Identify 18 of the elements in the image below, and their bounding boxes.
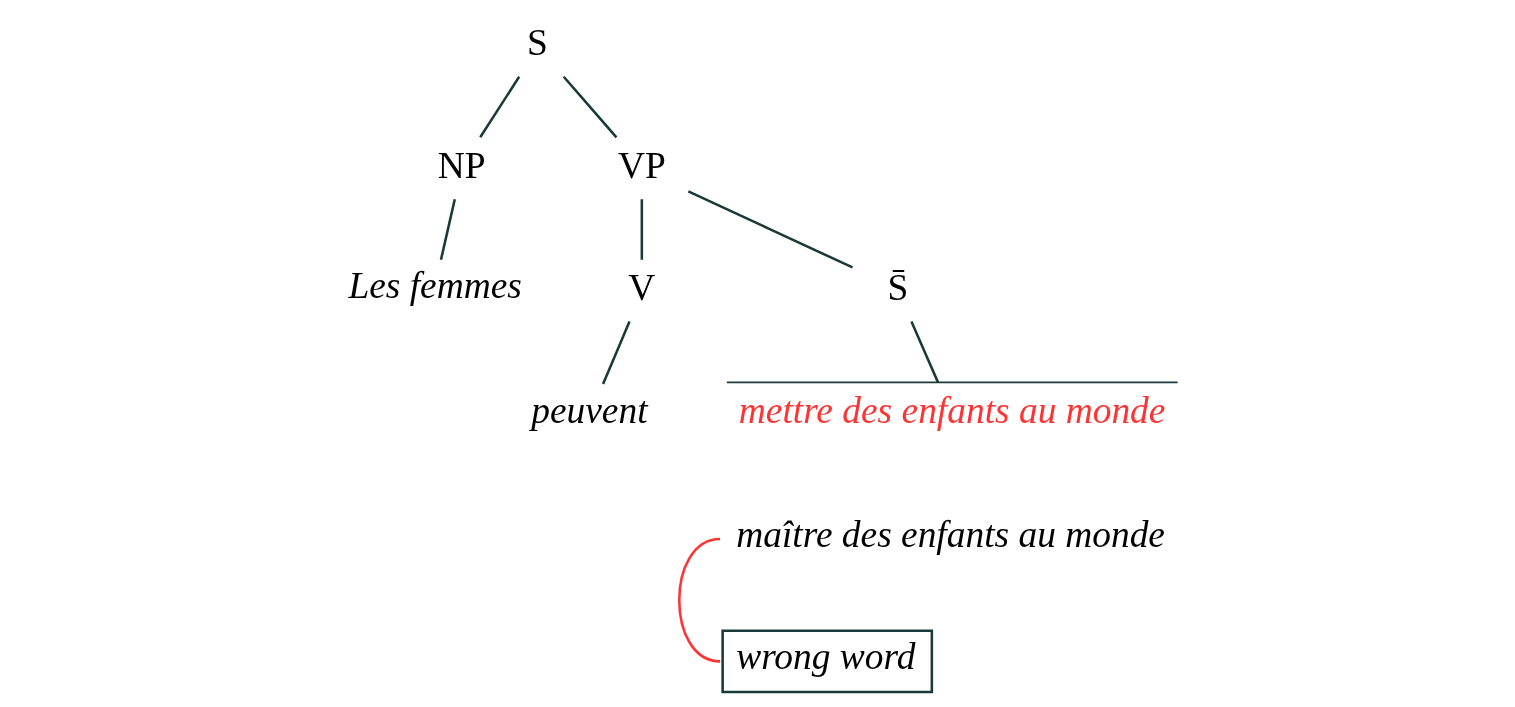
node-text: NP [437, 144, 486, 186]
connector [910, 321, 940, 383]
node-text: S [527, 22, 548, 64]
connector [479, 76, 521, 138]
node-text: Les femmes [348, 265, 522, 307]
connector [687, 190, 854, 269]
node-text: VP [618, 144, 666, 186]
node-text: V [628, 267, 656, 309]
connector [678, 537, 721, 663]
node-text: mettre des enfants au monde [738, 389, 1166, 431]
node-text: maître des enfants au monde [736, 513, 1165, 555]
node-text: peuvent [531, 389, 648, 431]
connector [601, 321, 631, 385]
connector [562, 75, 618, 139]
node-box: wrong word [721, 629, 934, 694]
node-text: S̄ [887, 267, 909, 309]
connector [640, 199, 644, 260]
connector [439, 198, 457, 261]
